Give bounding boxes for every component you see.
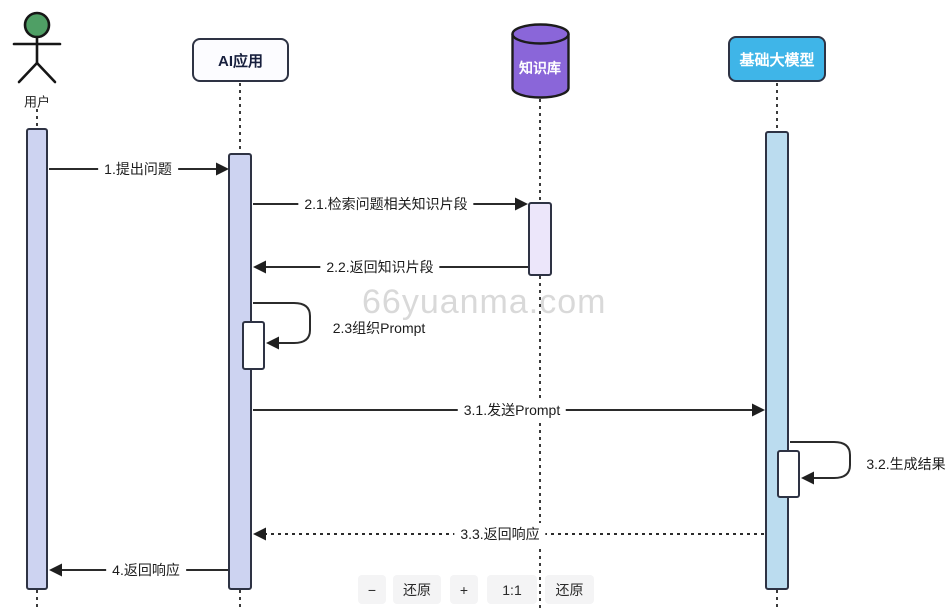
arrowhead-left-icon bbox=[49, 563, 62, 577]
arrowhead-left-icon bbox=[266, 336, 279, 350]
message-4-label: 4.返回响应 bbox=[106, 559, 186, 581]
activation-user bbox=[26, 128, 48, 590]
message-2-1-label: 2.1.检索问题相关知识片段 bbox=[298, 193, 474, 215]
participant-llm-label: 基础大模型 bbox=[739, 51, 815, 69]
participant-knowledge-base-label: 知识库 bbox=[519, 60, 561, 76]
arrowhead-right-icon bbox=[515, 197, 528, 211]
zoom-out-button[interactable]: − bbox=[358, 575, 386, 604]
actual-size-button[interactable]: 1:1 bbox=[487, 575, 537, 604]
reset-zoom-button[interactable]: 还原 bbox=[393, 575, 441, 604]
participant-ai-app-label: AI应用 bbox=[217, 52, 263, 70]
message-3-1-label: 3.1.发送Prompt bbox=[457, 399, 567, 421]
message-3-3-label: 3.3.返回响应 bbox=[454, 523, 546, 545]
user-actor-icon bbox=[12, 11, 62, 84]
arrowhead-right-icon bbox=[752, 403, 765, 417]
message-1-label: 1.提出问题 bbox=[98, 158, 178, 180]
message-3-2-label: 3.2.生成结果 bbox=[866, 456, 946, 472]
activation-llm-nested bbox=[777, 450, 800, 498]
watermark-text: 66yuanma.com bbox=[362, 283, 607, 321]
activation-ai-app-nested bbox=[242, 321, 265, 370]
participant-user-label: 用户 bbox=[23, 94, 51, 110]
activation-knowledge-base bbox=[528, 202, 552, 276]
activation-llm bbox=[765, 131, 789, 590]
activation-ai-app bbox=[228, 153, 252, 590]
message-2-3-label: 2.3组织Prompt bbox=[332, 320, 426, 336]
arrowhead-left-icon bbox=[253, 527, 266, 541]
zoom-in-button[interactable]: + bbox=[450, 575, 478, 604]
participant-ai-app[interactable]: AI应用 bbox=[192, 38, 289, 82]
reset-view-button[interactable]: 还原 bbox=[545, 575, 594, 604]
participant-llm[interactable]: 基础大模型 bbox=[728, 36, 826, 82]
message-2-2-label: 2.2.返回知识片段 bbox=[320, 256, 440, 278]
arrowhead-left-icon bbox=[801, 471, 814, 485]
arrowhead-left-icon bbox=[253, 260, 266, 274]
